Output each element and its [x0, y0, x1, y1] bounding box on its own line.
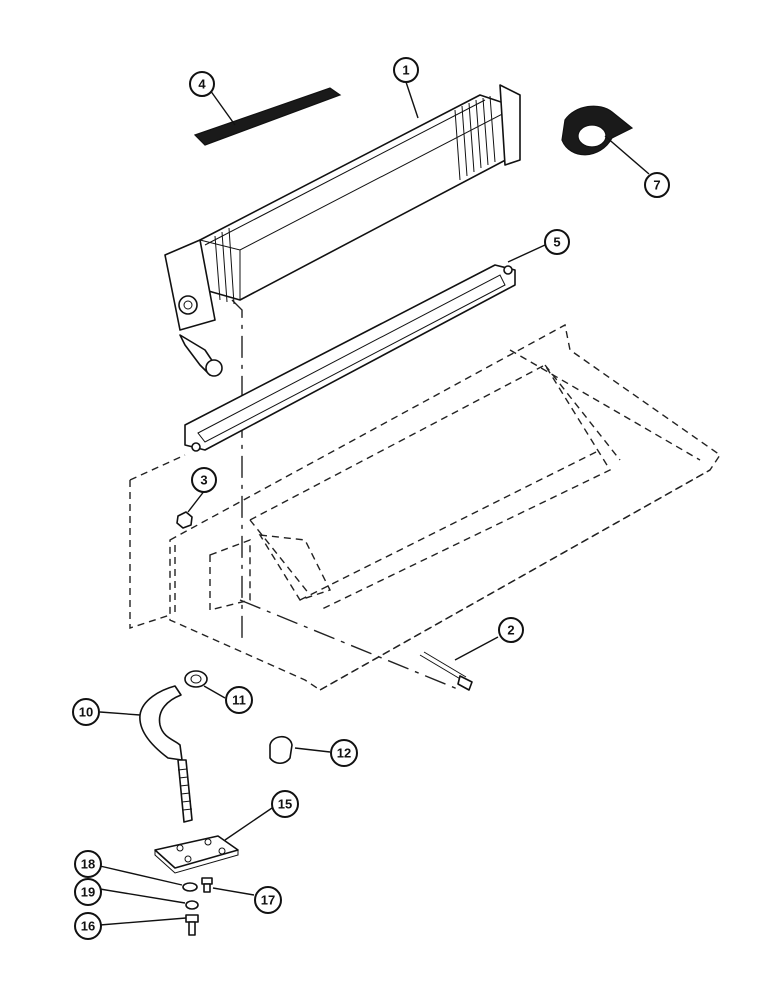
nut — [176, 511, 193, 529]
washer-18 — [182, 882, 198, 892]
callout-17: 17 — [254, 886, 282, 914]
callout-5: 5 — [544, 229, 570, 255]
hose-clamp — [184, 670, 208, 688]
bracket-plate — [154, 835, 239, 874]
svg-text:7: 7 — [653, 178, 660, 193]
callout-11: 11 — [225, 686, 253, 714]
housing-tray-phantom — [129, 323, 721, 691]
svg-text:4: 4 — [198, 77, 206, 92]
leader-lines — [99, 81, 650, 926]
svg-text:16: 16 — [81, 919, 95, 934]
callout-12: 12 — [330, 739, 358, 767]
callout-10: 10 — [72, 698, 100, 726]
bolt — [419, 651, 473, 691]
svg-text:1: 1 — [402, 63, 409, 78]
svg-text:11: 11 — [232, 693, 246, 708]
svg-text:2: 2 — [507, 623, 514, 638]
screw-17 — [201, 877, 213, 893]
callout-2: 2 — [498, 617, 524, 643]
svg-text:12: 12 — [337, 746, 351, 761]
callout-15: 15 — [271, 790, 299, 818]
svg-text:15: 15 — [278, 797, 292, 812]
svg-text:3: 3 — [200, 473, 207, 488]
drain-pan — [184, 264, 516, 452]
screw-16 — [185, 914, 199, 936]
alignment-line-2 — [239, 599, 461, 691]
lock-washer-19 — [185, 900, 199, 910]
alignment-line-1 — [231, 299, 243, 640]
svg-text:18: 18 — [81, 857, 95, 872]
core-fitting — [178, 295, 223, 377]
svg-text:5: 5 — [553, 235, 560, 250]
grommet — [269, 735, 293, 765]
svg-text:10: 10 — [79, 705, 93, 720]
foam-strip — [193, 87, 342, 146]
callout-19: 19 — [74, 878, 102, 906]
callout-16: 16 — [74, 912, 102, 940]
callout-3: 3 — [191, 467, 217, 493]
callout-1: 1 — [393, 57, 419, 83]
callout-7: 7 — [644, 172, 670, 198]
tape-roll — [561, 105, 634, 156]
callout-4: 4 — [189, 71, 215, 97]
svg-text:17: 17 — [261, 893, 275, 908]
svg-text:19: 19 — [81, 885, 95, 900]
evaporator-core — [164, 84, 521, 377]
callout-18: 18 — [74, 850, 102, 878]
drain-hose — [139, 685, 193, 823]
core-fins-end — [214, 95, 496, 305]
